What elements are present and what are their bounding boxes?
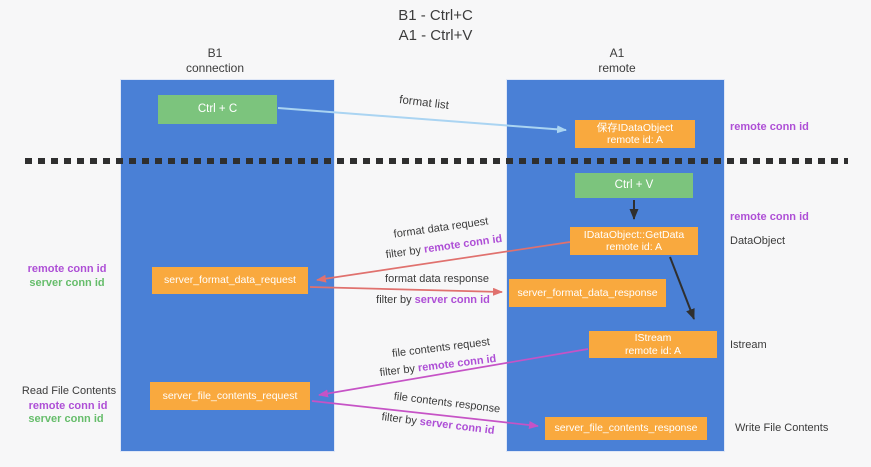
save-idataobject-line2: remote id: A (606, 134, 664, 146)
arrow-getdata-to-istream (669, 256, 695, 320)
istream-line1: IStream (634, 332, 672, 344)
node-idataobject-getdata: IDataObject::GetData remote id: A (570, 227, 698, 255)
lane-b1-title: B1 (207, 46, 223, 60)
right-label-dataobject: DataObject (730, 235, 786, 247)
left-label-server-conn-id-bottom: server conn id (28, 413, 104, 425)
ctrl-c-label: Ctrl + C (197, 103, 238, 116)
istream-line2: remote id: A (624, 344, 682, 357)
server-conn-id-text: server conn id (414, 294, 490, 306)
node-istream: IStream remote id: A (589, 331, 717, 358)
left-label-server-conn-id-mid: server conn id (29, 277, 105, 289)
filter-by-text: filter by (376, 294, 415, 306)
server-format-data-request-label: server_format_data_request (164, 274, 296, 287)
flow-label-filter-server-1: filter by server conn id (376, 294, 490, 306)
left-label-read-file-contents: Read File Contents (21, 385, 117, 397)
diagram-title: B1 - Ctrl+C A1 - Ctrl+V (0, 6, 871, 46)
left-label-remote-conn-id-mid: remote conn id (27, 263, 107, 275)
node-server-format-data-response: server_format_data_response (509, 279, 666, 307)
title-line-1: B1 - Ctrl+C (398, 7, 473, 24)
node-server-file-contents-response: server_file_contents_response (545, 417, 707, 440)
save-idataobject-line1: 保存IDataObject (596, 121, 674, 134)
arrow-format-list (277, 107, 567, 134)
lane-a1-title: A1 (609, 46, 625, 60)
node-server-file-contents-request: server_file_contents_request (150, 382, 310, 410)
server-format-data-response-label: server_format_data_response (517, 286, 658, 299)
server-file-contents-request-label: server_file_contents_request (162, 389, 298, 402)
lane-b1-subtitle: connection (185, 61, 245, 75)
lane-header-a1: A1 remote (598, 46, 635, 76)
node-ctrl-c: Ctrl + C (158, 95, 277, 124)
title-line-2: A1 - Ctrl+V (398, 27, 473, 44)
right-label-remote-conn-id-mid: remote conn id (730, 211, 809, 223)
node-save-idataobject: 保存IDataObject remote id: A (575, 120, 695, 148)
arrow-file-contents-request (318, 348, 589, 398)
flow-label-format-data-response: format data response (385, 273, 489, 285)
arrow-format-data-request (316, 241, 571, 283)
arrow-file-contents-response (311, 400, 539, 429)
arrow-format-data-response (309, 286, 503, 296)
getdata-line1: IDataObject::GetData (583, 228, 685, 241)
right-label-write-file-contents: Write File Contents (735, 422, 829, 434)
right-label-istream: Istream (730, 339, 767, 351)
node-server-format-data-request: server_format_data_request (152, 267, 308, 294)
node-ctrl-v: Ctrl + V (575, 173, 693, 198)
getdata-line2: remote id: A (605, 241, 663, 253)
right-label-remote-conn-id-top: remote conn id (730, 121, 809, 133)
server-file-contents-response-label: server_file_contents_response (554, 422, 698, 435)
lane-a1-subtitle: remote (598, 61, 636, 75)
left-label-remote-conn-id-bottom: remote conn id (28, 400, 108, 412)
lane-header-b1: B1 connection (186, 46, 244, 76)
ctrl-v-label: Ctrl + V (614, 179, 654, 192)
